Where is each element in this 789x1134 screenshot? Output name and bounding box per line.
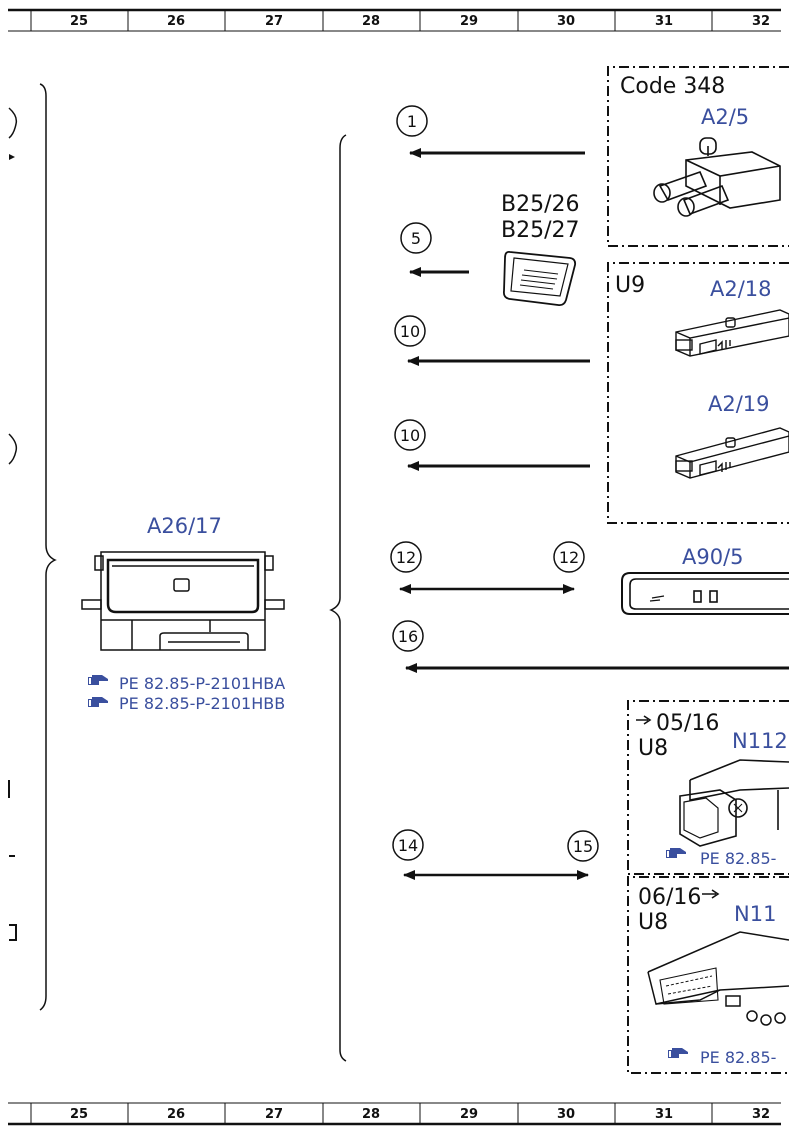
- a26-17-drawing: [81, 551, 285, 651]
- signal-12-number-left: 12: [396, 548, 416, 567]
- b25-sensor: B25/26 B25/27: [501, 192, 580, 307]
- a2-19-label: A2/19: [708, 392, 770, 416]
- arrow-right-icon: [636, 715, 652, 725]
- code348-title: Code 348: [620, 74, 725, 99]
- u8-upper-variant: U8: [638, 736, 668, 761]
- b25-label-2: B25/27: [501, 218, 580, 243]
- n112-label: N112: [732, 729, 788, 753]
- col-top-30: 30: [557, 14, 575, 29]
- a2-5-drawing: [653, 137, 781, 217]
- n11-label: N11: [734, 902, 776, 926]
- pointing-hand-icon: [668, 1048, 688, 1058]
- col-bot-29: 29: [460, 1107, 478, 1122]
- arrow-right-icon: [702, 889, 720, 899]
- u9-title: U9: [615, 273, 645, 298]
- signal-14-15: 14 15: [392, 829, 599, 880]
- u9-box: U9 A2/18 A2/19: [607, 262, 789, 524]
- pointing-hand-icon: [88, 697, 108, 707]
- u8-upper-date: 05/16: [656, 711, 719, 736]
- right-brace: [329, 134, 347, 1062]
- u8-lower-date: 06/16: [638, 885, 701, 910]
- column-header-bottom: 25 26 27 28 29 30 31 32: [8, 1102, 781, 1126]
- signal-5-number: 5: [411, 229, 421, 248]
- signal-1-number: 1: [407, 112, 417, 131]
- col-bot-26: 26: [167, 1107, 185, 1122]
- col-top-27: 27: [265, 14, 283, 29]
- signal-10-number: 10: [400, 322, 420, 341]
- signal-10-number: 10: [400, 426, 420, 445]
- left-brace: [39, 83, 57, 1011]
- signal-16-number: 16: [398, 627, 418, 646]
- col-top-32: 32: [752, 14, 770, 29]
- signal-10-lower: 10: [394, 419, 590, 471]
- b25-label-1: B25/26: [501, 192, 580, 217]
- col-top-28: 28: [362, 14, 380, 29]
- col-bot-30: 30: [557, 1107, 575, 1122]
- n11-ref[interactable]: PE 82.85-: [700, 1048, 776, 1067]
- col-top-25: 25: [70, 14, 88, 29]
- u8-lower-box: 06/16 U8 N11 PE 82.85-: [627, 876, 789, 1074]
- col-bot-32: 32: [752, 1107, 770, 1122]
- a2-19-drawing: [675, 427, 789, 479]
- a90-5-label: A90/5: [682, 545, 744, 569]
- n112-ref[interactable]: PE 82.85-: [700, 849, 776, 868]
- signal-14-number: 14: [398, 836, 418, 855]
- left-edge-fragments: [8, 107, 18, 941]
- signal-12: 12 12: [390, 541, 585, 594]
- signal-16: 16: [392, 620, 789, 673]
- col-bot-27: 27: [265, 1107, 283, 1122]
- col-bot-25: 25: [70, 1107, 88, 1122]
- a26-17-ref-2[interactable]: PE 82.85-P-2101HBB: [119, 694, 285, 713]
- u8-upper-box: 05/16 U8 N112 PE 82.85-: [627, 700, 789, 875]
- a90-5-component: A90/5: [621, 545, 789, 615]
- column-header-top: 25 26 27 28 29 30 31 32: [8, 8, 781, 32]
- signal-12-number-right: 12: [559, 548, 579, 567]
- n112-drawing: [679, 759, 789, 847]
- a2-18-drawing: [675, 309, 789, 357]
- col-top-29: 29: [460, 14, 478, 29]
- col-bot-28: 28: [362, 1107, 380, 1122]
- a26-17-ref-1[interactable]: PE 82.85-P-2101HBA: [119, 674, 285, 693]
- signal-1: 1: [396, 105, 585, 158]
- a2-5-label: A2/5: [701, 105, 749, 129]
- a26-17-component: A26/17 PE 82.85-P-2101HBA PE 82.85-P-210…: [81, 514, 285, 713]
- code348-box: Code 348 A2/5: [607, 66, 789, 247]
- col-top-26: 26: [167, 14, 185, 29]
- pointing-hand-icon: [88, 675, 108, 685]
- col-bot-31: 31: [655, 1107, 673, 1122]
- u8-lower-variant: U8: [638, 910, 668, 935]
- signal-15-number: 15: [573, 837, 593, 856]
- signal-5: 5: [400, 222, 469, 277]
- a26-17-label: A26/17: [147, 514, 222, 538]
- col-top-31: 31: [655, 14, 673, 29]
- signal-10-upper: 10: [394, 315, 590, 366]
- n11-drawing: [647, 931, 789, 1026]
- a2-18-label: A2/18: [710, 277, 772, 301]
- pointing-hand-icon: [666, 848, 686, 858]
